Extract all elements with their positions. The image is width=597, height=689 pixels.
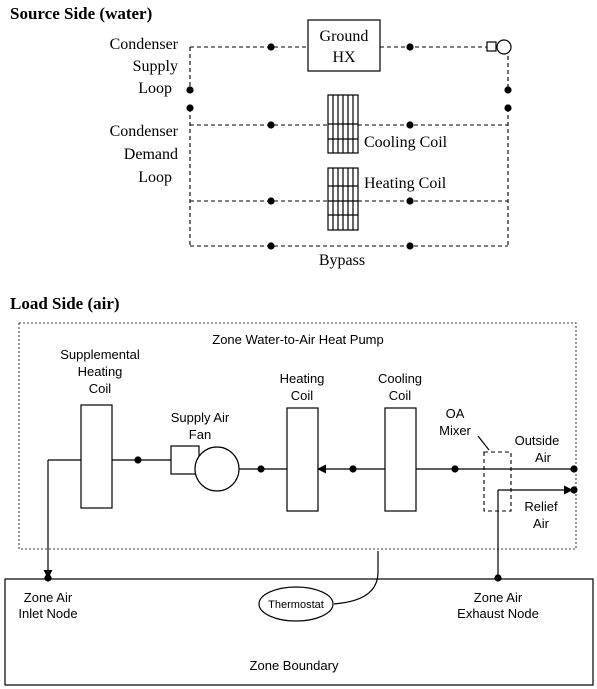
ground-hx-box (307, 19, 381, 72)
zone-air-inlet-node (44, 574, 52, 582)
fan-icon (194, 446, 240, 492)
load-heating-coil-box (286, 407, 319, 512)
bypass-label: Bypass (319, 252, 365, 269)
cooling-branch-node-outlet (406, 121, 414, 129)
relief-air-node (570, 486, 578, 494)
load-heating-coil-label-line2: Coil (291, 388, 314, 403)
oa-mixer-leader (477, 435, 490, 451)
supply-loop-node-outlet (406, 43, 414, 51)
zone-exhaust-label-line1: Zone Air (474, 590, 523, 605)
heating-branch-node-inlet (267, 197, 275, 205)
condenser-pump-icon (486, 39, 512, 55)
oa-mixer-label-line2: Mixer (439, 423, 471, 438)
fan-inlet-node (257, 465, 265, 473)
heating-branch-node-outlet (406, 197, 414, 205)
heat-pump-boundary (18, 322, 577, 550)
ground-hx: Ground HX (307, 19, 381, 72)
supply-loop-node-left (186, 86, 194, 94)
outside-air-label-line1: Outside (515, 433, 560, 448)
outside-air-label-line2: Air (535, 450, 552, 465)
supply-loop-label-line2: Supply (133, 58, 178, 75)
thermostat-wire (333, 551, 379, 605)
condenser-supply-loop: Ground HX (186, 19, 512, 94)
zone-boundary-label: Zone Boundary (250, 658, 339, 673)
supply-loop-label: Condenser Supply Loop (110, 36, 179, 97)
load-cooling-coil-label-line1: Cooling (378, 371, 422, 386)
condenser-demand-loop: Cooling Coil Heating Coil Bypass (186, 94, 512, 269)
zone-exhaust-label-line2: Exhaust Node (457, 606, 539, 621)
demand-loop-label-line3: Loop (138, 169, 172, 186)
oa-mixer-label-line1: OA (446, 406, 465, 421)
supplemental-coil-label-line2: Heating (78, 364, 123, 379)
load-cooling-coil: Cooling Coil (378, 371, 422, 512)
demand-loop-label-line2: Demand (124, 146, 178, 163)
source-heating-coil-label: Heating Coil (364, 175, 447, 192)
demand-loop-node-right (504, 104, 512, 112)
zone-inlet-label-line2: Inlet Node (18, 606, 77, 621)
cooling-coil-inlet-node (451, 465, 459, 473)
source-heating-coil-icon (327, 167, 359, 231)
load-heating-coil: Heating Coil (280, 371, 325, 512)
ground-hx-label-line2: HX (332, 49, 356, 66)
bypass-node-outlet (406, 242, 414, 250)
supply-loop-node-right (504, 86, 512, 94)
relief-air-label-line2: Air (533, 516, 550, 531)
supply-loop-label-line1: Condenser (110, 36, 179, 53)
source-side-heading: Source Side (water) (10, 4, 152, 23)
thermostat-icon (258, 586, 334, 622)
fan-label-line1: Supply Air (171, 410, 230, 425)
supply-loop-label-line3: Loop (138, 80, 172, 97)
heating-coil-inlet-node (349, 465, 357, 473)
source-cooling-coil-icon (327, 94, 359, 154)
cooling-branch-node-inlet (267, 121, 275, 129)
load-cooling-coil-label-line2: Coil (389, 388, 412, 403)
load-heating-coil-label-line1: Heating (280, 371, 325, 386)
heat-pump-label: Zone Water-to-Air Heat Pump (212, 332, 383, 347)
thermostat-label: Thermostat (268, 599, 324, 611)
ground-hx-label-line1: Ground (320, 28, 369, 45)
supplemental-coil-box (80, 404, 113, 509)
demand-loop-label: Condenser Demand Loop (110, 123, 179, 186)
fan-label-line2: Fan (189, 427, 211, 442)
relief-air-label-line1: Relief (524, 499, 558, 514)
demand-loop-node-left (186, 104, 194, 112)
zone-air-exhaust-node (494, 574, 502, 582)
bypass-node-inlet (267, 242, 275, 250)
demand-loop-label-line1: Condenser (110, 123, 179, 140)
supplemental-coil-inlet-node (134, 456, 142, 464)
source-cooling-coil-label: Cooling Coil (364, 134, 448, 151)
supplemental-coil-label-line1: Supplemental (60, 347, 140, 362)
zone-inlet-label-line1: Zone Air (24, 590, 73, 605)
oa-mixer: OA Mixer (439, 406, 512, 512)
load-side-section: Load Side (air) Zone Water-to-Air Heat P… (4, 294, 594, 686)
supplemental-heating-coil: Supplemental Heating Coil (60, 347, 140, 509)
source-side-section: Source Side (water) Condenser Supply Loo… (10, 4, 512, 269)
supply-air-fan: Supply Air Fan (170, 410, 240, 492)
zone-boundary (4, 578, 594, 686)
load-side-heading: Load Side (air) (10, 294, 120, 313)
supplemental-coil-label-line3: Coil (89, 381, 112, 396)
supply-loop-node-inlet (267, 43, 275, 51)
outside-air-node (570, 465, 578, 473)
load-cooling-coil-box (384, 407, 417, 512)
